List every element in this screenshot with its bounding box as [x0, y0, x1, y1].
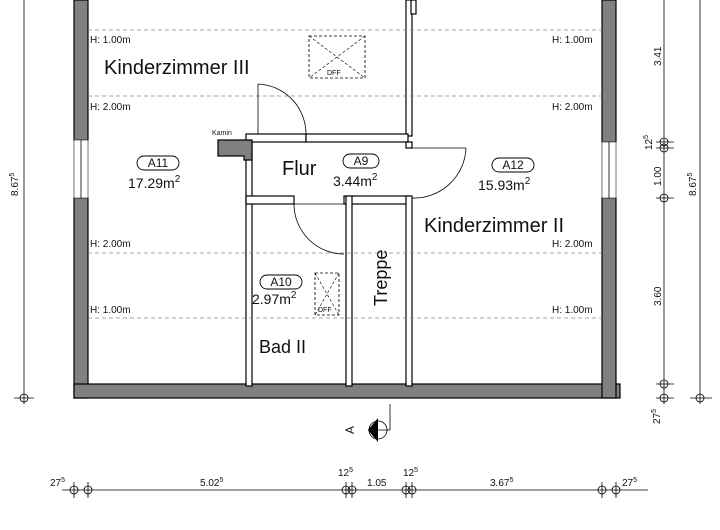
height-label: H: 1.00m: [90, 35, 131, 46]
wall-k3-right: [405, 0, 413, 137]
left-wall-lower: [73, 197, 89, 399]
door-bad-2[interactable]: [293, 203, 345, 255]
room-tag-a12: A12: [491, 157, 535, 173]
room-name-treppe: Treppe: [371, 250, 391, 306]
dim-bottom-27-5-right: 275: [622, 477, 637, 489]
dimension-right-outer: 8.675: [687, 0, 712, 404]
dim-bottom-12-5-left: 125: [338, 467, 353, 479]
dimension-left: 8.675: [9, 0, 34, 404]
height-label: H: 2.00m: [552, 102, 593, 113]
roof-window-k3: DFF: [308, 35, 366, 79]
svg-text:A10: A10: [270, 275, 292, 289]
wall-top-stub: [410, 0, 417, 15]
section-marker: A: [343, 404, 391, 442]
height-label: H: 1.00m: [90, 305, 131, 316]
right-wall-upper: [601, 0, 617, 143]
doors[interactable]: [257, 83, 467, 255]
dim-bottom-3-67-5: 3.675: [490, 477, 513, 489]
chimney: [217, 139, 253, 161]
room-area-a12: 15.93m2: [478, 176, 531, 193]
windows: [73, 139, 617, 199]
dim-right-1-00: 1.00: [653, 166, 664, 186]
dim-right-27-5: 275: [651, 409, 663, 424]
room-area-a11: 17.29m2: [128, 174, 181, 191]
dim-right-12-5: 125: [643, 135, 655, 150]
wall-bad-top-left: [245, 195, 295, 205]
room-tag-a11: A11: [136, 155, 180, 171]
room-name-bad-2: Bad II: [259, 337, 306, 357]
height-label: H: 2.00m: [90, 239, 131, 250]
dff-label: DFF: [318, 307, 332, 314]
dim-bottom-27-5-left: 275: [50, 477, 65, 489]
roof-window-bad: DFF: [314, 272, 340, 316]
height-label: H: 2.00m: [552, 239, 593, 250]
room-name-kinderzimmer-2: Kinderzimmer II: [424, 215, 564, 237]
wall-treppe-right: [405, 195, 413, 387]
left-wall-upper: [73, 0, 89, 141]
room-name-kinderzimmer-3: Kinderzimmer III: [104, 57, 250, 79]
height-lines: H: 1.00m H: 1.00m H: 2.00m H: 2.00m H: 2…: [88, 29, 602, 319]
svg-text:A12: A12: [502, 158, 524, 172]
room-tag-a10: A10: [259, 274, 303, 290]
section-label: A: [343, 426, 357, 434]
dimension-right-inner: 3.41 125 1.00 3.60 275: [643, 0, 674, 424]
dim-bottom-1-05: 1.05: [367, 478, 387, 489]
room-name-flur: Flur: [282, 158, 317, 180]
dim-bottom-12-5-right: 125: [403, 467, 418, 479]
dimension-bottom: 275 5.025 125 1.05 125 3.675 275: [50, 467, 648, 498]
door-kinderzimmer-3[interactable]: [257, 83, 307, 135]
kamin-label: Kamin: [212, 130, 232, 137]
svg-text:A9: A9: [354, 154, 369, 168]
right-wall-lower: [601, 197, 617, 399]
height-label: H: 2.00m: [90, 102, 131, 113]
door-kinderzimmer-2[interactable]: [411, 147, 467, 199]
dff-label: DFF: [327, 70, 341, 77]
wall-bad-right: [345, 195, 353, 387]
room-area-a10: 2.97m2: [252, 290, 297, 307]
dim-right-3-41: 3.41: [653, 46, 664, 66]
dim-right-3-60: 3.60: [653, 286, 664, 306]
height-label: H: 1.00m: [552, 35, 593, 46]
svg-text:A11: A11: [148, 156, 169, 170]
height-label: H: 1.00m: [552, 305, 593, 316]
room-area-a9: 3.44m2: [333, 172, 378, 189]
wall-flur-top-left: [245, 133, 307, 143]
wall-flur-right-stub: [405, 141, 413, 149]
wall-bad-left: [245, 141, 253, 387]
wall-bad-top-right: [343, 195, 411, 205]
dim-right-total: 8.675: [687, 173, 699, 196]
interior-walls: [217, 0, 417, 387]
room-tag-a9: A9: [342, 153, 380, 169]
wall-flur-top-right: [305, 133, 409, 143]
dim-left-total: 8.675: [9, 173, 21, 196]
dim-bottom-5-02-5: 5.025: [200, 477, 223, 489]
